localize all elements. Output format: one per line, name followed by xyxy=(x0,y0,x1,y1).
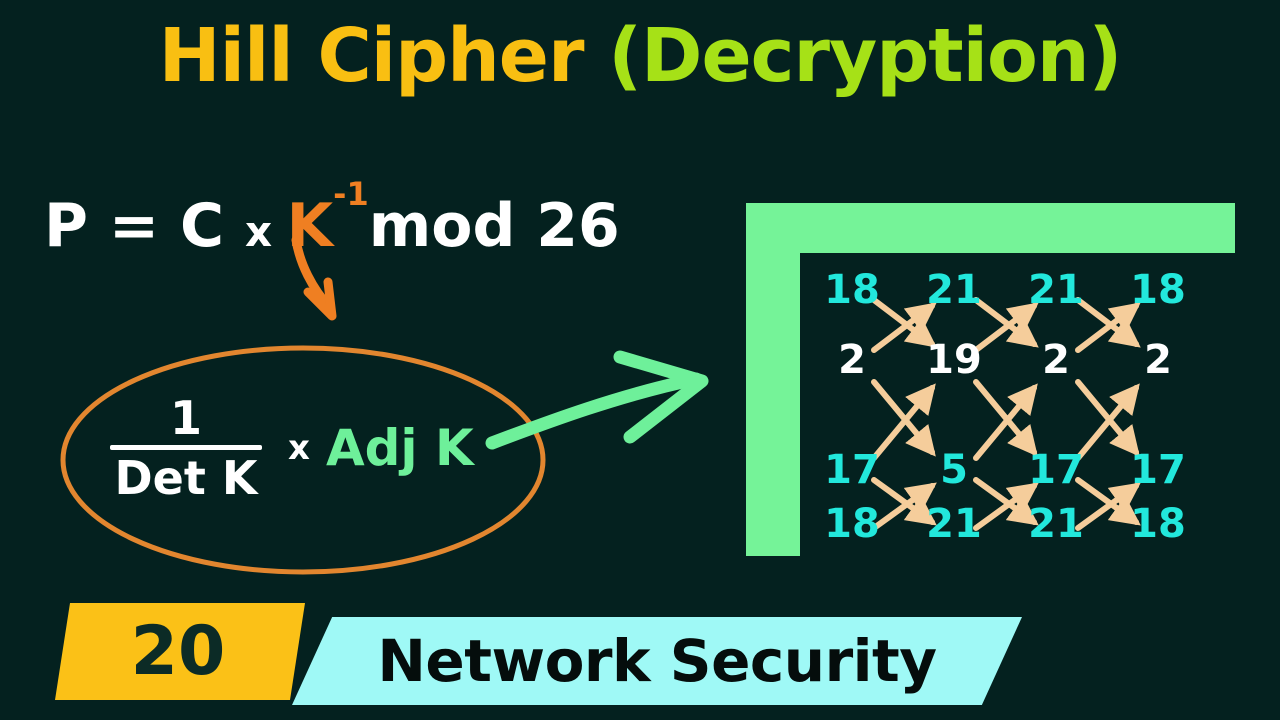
formula-multiply-sign: x xyxy=(244,207,287,256)
right-pointing-arrow-icon xyxy=(485,350,709,450)
highlight-ellipse xyxy=(60,345,546,575)
matrix-cell: 2 xyxy=(838,337,866,383)
matrix-cell: 21 xyxy=(1028,501,1084,547)
matrix-cell: 21 xyxy=(1028,267,1084,313)
formula-key-inverse: K-1 xyxy=(287,175,369,261)
adjugate-label: Adj K xyxy=(325,419,474,477)
matrix-cell: 17 xyxy=(1028,447,1084,493)
inverse-key-expression: 1 Det K x Adj K xyxy=(110,395,474,501)
matrix-grid: 18 21 21 18 2 19 2 2 17 5 17 17 18 21 21… xyxy=(824,267,1206,547)
matrix-cell: 21 xyxy=(926,501,982,547)
decryption-formula: P = C x K-1mod 26 xyxy=(44,175,620,268)
matrix-cell: 5 xyxy=(940,447,968,493)
formula-lhs: P = C xyxy=(44,191,245,261)
fraction-one-over-det-k: 1 Det K xyxy=(110,395,262,501)
title-part-hill-cipher: Hill Cipher xyxy=(158,13,609,99)
matrix-bracket-left-bar xyxy=(746,203,800,556)
formula-key-exponent: -1 xyxy=(333,175,369,214)
matrix-values: 18 21 21 18 2 19 2 2 17 5 17 17 18 21 21… xyxy=(824,267,1206,547)
matrix-cell: 17 xyxy=(1130,447,1186,493)
fraction-bar xyxy=(110,445,262,450)
lesson-number: 20 xyxy=(130,611,226,691)
fraction-numerator: 1 xyxy=(169,391,202,445)
course-title: Network Security xyxy=(377,627,937,695)
matrix-cell: 17 xyxy=(824,447,880,493)
fraction-denominator: Det K xyxy=(114,451,258,505)
formula-rhs: mod 26 xyxy=(368,191,620,261)
matrix-cell: 2 xyxy=(1042,337,1070,383)
expression-multiply-sign: x xyxy=(288,428,310,468)
matrix-cell: 2 xyxy=(1144,337,1172,383)
matrix-cell: 18 xyxy=(1130,267,1186,313)
curved-down-arrow-icon xyxy=(291,235,337,321)
matrix-cell: 19 xyxy=(926,337,982,383)
course-title-banner: Network Security xyxy=(292,617,1022,705)
matrix-bracket-top-bar xyxy=(746,203,1235,253)
title-part-decryption: (Decryption) xyxy=(608,13,1122,99)
matrix-cell: 18 xyxy=(824,501,880,547)
lesson-number-badge: 20 xyxy=(55,603,305,700)
page-title: Hill Cipher (Decryption) xyxy=(0,8,1280,104)
matrix-crossing-arrows xyxy=(871,297,1141,531)
matrix-cell: 18 xyxy=(1130,501,1186,547)
matrix-cell: 18 xyxy=(824,267,880,313)
matrix-cell: 21 xyxy=(926,267,982,313)
